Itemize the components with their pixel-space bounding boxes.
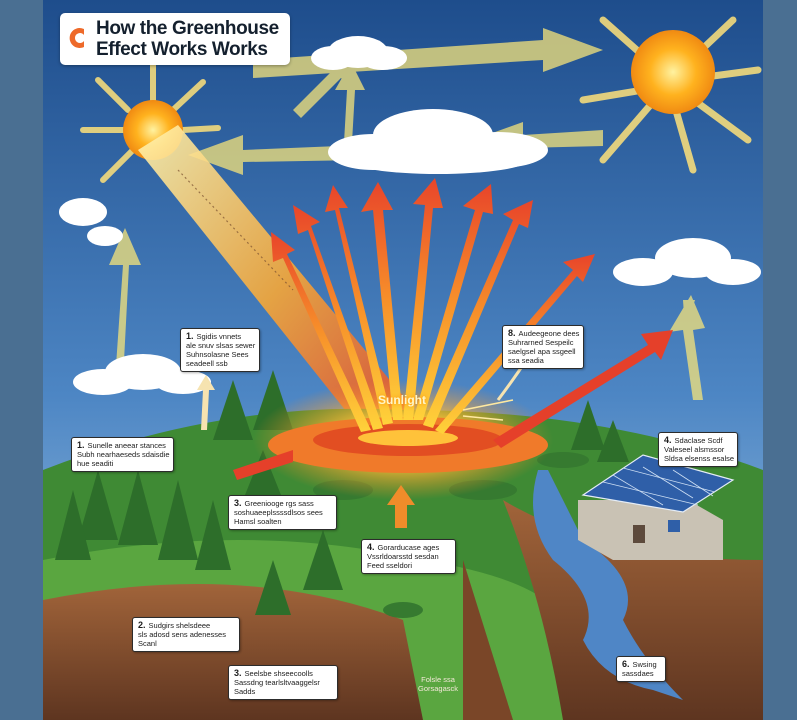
callout-line: Scanl — [138, 639, 157, 648]
callout-line: Sadds — [234, 687, 256, 696]
greenhouse-infographic: How the Greenhouse Effect Works Works Su… — [43, 0, 763, 720]
callout-line: seadeell ssb — [186, 359, 228, 368]
callout-line: sassdaes — [622, 669, 654, 678]
heat-disk-center — [358, 430, 458, 446]
ground-caption-line-2: Gorsagasck — [418, 684, 459, 693]
callout-line: Seelsbe shseecoolls — [244, 669, 313, 678]
solar-house — [578, 454, 735, 560]
callout-number: 4. — [367, 542, 375, 552]
callout-line: soshuaeeplssssdlsos sees — [234, 508, 323, 517]
callout-number: 1. — [77, 440, 85, 450]
callout-3: 3.Greeniooge rgs sass soshuaeeplssssdlso… — [228, 495, 337, 530]
callout-4: 4.Sdaclase Scdf Valeseel alsmssor Sldsa … — [658, 432, 738, 467]
cloud-top — [311, 36, 407, 70]
callout-number: 3. — [234, 498, 242, 508]
illustration — [43, 0, 763, 720]
callout-6: 6.Swsing sassdaes — [616, 656, 666, 682]
reflected-heat-arrow — [493, 330, 673, 448]
cloud-mid-left — [73, 354, 211, 395]
callout-line: Sunelle aneear stances — [87, 441, 166, 450]
callout-line: Subh nearhaeseds sdaisdie — [77, 450, 170, 459]
callout-2: 2.Sudgirs shelsdeee sls adosd sens adene… — [132, 617, 240, 652]
callout-number: 8. — [508, 328, 516, 338]
soil-cliff-mid — [463, 560, 513, 720]
callout-number: 1. — [186, 331, 194, 341]
cloud-right — [613, 238, 761, 286]
callout-4b: 4.Gorarducase ages Vssrldoarsstd sesdan … — [361, 539, 456, 574]
title-line-1: How the Greenhouse — [96, 18, 279, 39]
callout-line: Feed sseldori — [367, 561, 413, 570]
callout-line: Gorarducase ages — [377, 543, 440, 552]
ground-caption-line-1: Folsle ssa — [421, 675, 455, 684]
sunlight-label: Sunlight — [378, 393, 426, 407]
callout-line: Sldsa elsenss esalse — [664, 454, 735, 463]
cloud-left — [59, 198, 123, 246]
callout-line: Greeniooge rgs sass — [244, 499, 314, 508]
callout-line: Sassdng tearlsltvaaggelsr — [234, 678, 320, 687]
title-line-2: Effect Works Works — [96, 39, 268, 60]
callout-line: Suhnsolasne Sees — [186, 350, 249, 359]
callout-1: 1.Sgidis vnnets ale snuv slsas sewer Suh… — [180, 328, 260, 372]
sunlight-rays-sparkle — [462, 399, 514, 421]
cloud-center — [328, 109, 548, 174]
callout-line: Sgidis vnnets — [196, 332, 242, 341]
sun-rays-left — [80, 62, 221, 183]
callout-line: hue seaditi — [77, 459, 114, 468]
callout-line: Sdaclase Scdf — [674, 436, 723, 445]
callout-line: Audeegeone dees — [518, 329, 580, 338]
callout-line: Valeseel alsmssor — [664, 445, 725, 454]
trees — [55, 370, 629, 615]
page-title: How the Greenhouse Effect Works Works — [96, 18, 288, 60]
callout-5: 3.Seelsbe shseecoolls Sassdng tearlsltva… — [228, 665, 338, 700]
callout-number: 4. — [664, 435, 672, 445]
callout-number: 3. — [234, 668, 242, 678]
callout-line: ale snuv slsas sewer — [186, 341, 256, 350]
surface-heat-arrow — [233, 450, 293, 480]
callout-1b: 1.Sunelle aneear stances Subh nearhaesed… — [71, 437, 174, 472]
callout-8: 8.Audeegeone dees Suhrarned Sespeilc sae… — [502, 325, 584, 369]
callout-number: 6. — [622, 659, 630, 669]
river — [533, 470, 683, 700]
callout-line: Vssrldoarsstd sesdan — [367, 552, 439, 561]
ground-caption: Folsle ssa Gorsagasck — [418, 675, 458, 693]
callout-line: ssa seadia — [508, 356, 544, 365]
callout-line: Sudgirs shelsdeee — [148, 621, 211, 630]
title-banner: How the Greenhouse Effect Works Works — [60, 13, 290, 65]
incoming-sunlight-beam — [138, 125, 423, 445]
callout-line: Swsing — [632, 660, 657, 669]
callout-line: Suhrarned Sespeilc — [508, 338, 574, 347]
callout-line: saelgsel apa ssgeell — [508, 347, 576, 356]
logo-icon — [69, 28, 84, 48]
callout-number: 2. — [138, 620, 146, 630]
callout-line: Hamsl soalten — [234, 517, 282, 526]
callout-line: sls adosd sens adenesses — [138, 630, 226, 639]
sun-right-icon — [631, 30, 715, 114]
